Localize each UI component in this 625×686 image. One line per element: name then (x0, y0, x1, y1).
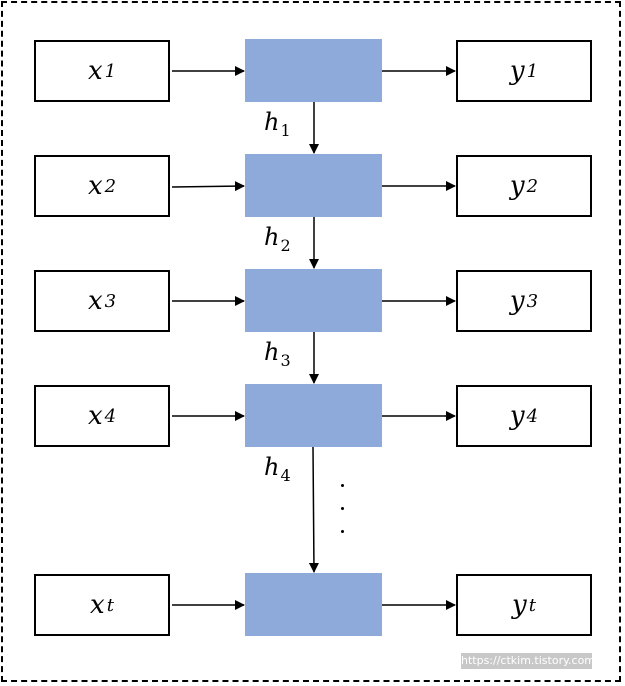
ellipsis-dot (341, 507, 344, 510)
hidden-state-label-h4: h4 (264, 453, 291, 485)
rnn-cell-t (245, 573, 382, 636)
hidden-arrow-4 (308, 446, 319, 573)
hidden-state-label-h3: h3 (264, 338, 291, 370)
rnn-cell-3 (245, 269, 382, 332)
ellipsis-dot (341, 530, 344, 533)
watermark: https://ctkim.tistory.com (461, 653, 596, 669)
input-arrow-2 (171, 181, 245, 192)
ellipsis-dot (341, 484, 344, 487)
rnn-cell-2 (245, 154, 382, 217)
hidden-state-label-h2: h2 (264, 223, 291, 255)
rnn-cell-4 (245, 384, 382, 447)
rnn-cell-1 (245, 39, 382, 102)
hidden-state-label-h1: h1 (264, 108, 291, 140)
